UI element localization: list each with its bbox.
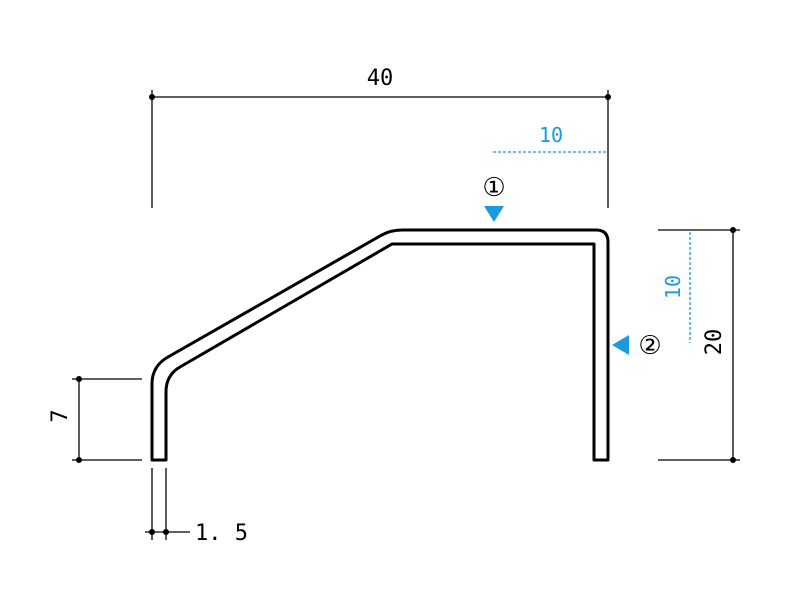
- height-dimension: 20: [658, 227, 740, 463]
- blue-side-offset-label: 10: [661, 275, 685, 299]
- thickness-terminator-left: [149, 529, 155, 535]
- width-terminator-left: [149, 94, 155, 100]
- left-leg-dimension-label: 7: [48, 409, 73, 422]
- height-dimension-label: 20: [702, 329, 727, 356]
- marker-1-arrow-icon: [484, 206, 504, 222]
- marker-1-label: ①: [482, 173, 505, 203]
- thickness-terminator-right: [163, 529, 169, 535]
- blue-top-offset: 10: [493, 123, 606, 153]
- left-leg-dimension: 7: [48, 376, 142, 463]
- profile-outline: [150, 228, 610, 462]
- marker-2: ②: [612, 331, 662, 361]
- thickness-dimension: 1. 5: [145, 468, 248, 546]
- marker-1: ①: [482, 173, 506, 222]
- width-dimension-label: 40: [367, 66, 394, 91]
- marker-2-label: ②: [638, 331, 661, 361]
- blue-side-offset: 10: [661, 232, 691, 343]
- width-terminator-right: [605, 94, 611, 100]
- marker-2-arrow-icon: [612, 335, 629, 355]
- left-leg-terminator-bottom: [76, 457, 82, 463]
- width-dimension: 40: [149, 66, 611, 208]
- height-terminator-bottom: [730, 457, 736, 463]
- height-terminator-top: [730, 227, 736, 233]
- thickness-dimension-label: 1. 5: [195, 521, 248, 546]
- blue-top-offset-label: 10: [539, 123, 563, 147]
- left-leg-terminator-top: [76, 376, 82, 382]
